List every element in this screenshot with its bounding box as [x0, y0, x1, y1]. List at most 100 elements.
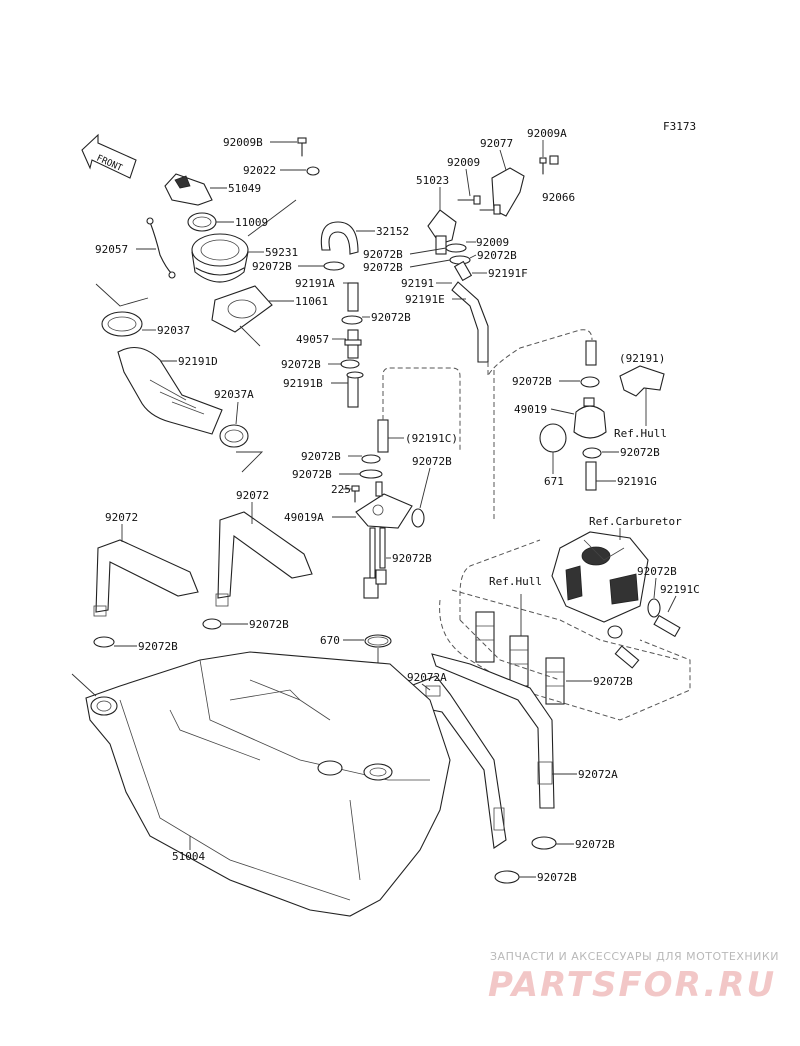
bolts-92009-part: [457, 195, 501, 215]
label-92191c: 92191C: [660, 583, 700, 596]
vent-valve-51023-part: [427, 209, 457, 255]
clip-92072b-r-part: [494, 870, 520, 884]
label-92191-paren: (92191): [619, 352, 665, 365]
front-direction-arrow: FRONT: [81, 133, 137, 179]
label-51049: 51049: [228, 182, 261, 195]
hose-right-small: [585, 340, 597, 366]
watermark-logo: PARTSFOR.RU: [488, 965, 776, 1005]
label-92072b-g: 92072B: [392, 552, 432, 565]
clips-upper-right: [445, 243, 471, 265]
label-670: 670: [320, 634, 340, 647]
label-92191b: 92191B: [283, 377, 323, 390]
hose-92191c-right-part: [653, 614, 681, 638]
tank-neck-part: [90, 696, 118, 716]
label-92072b-q: 92072B: [575, 838, 615, 851]
label-92191g: 92191G: [617, 475, 657, 488]
hose-92191c-part: [377, 367, 461, 453]
gasket-11061-part: [211, 285, 273, 333]
label-32152: 32152: [376, 225, 409, 238]
label-92072b-e: 92072B: [292, 468, 332, 481]
clip-92072b-k-part: [580, 376, 600, 388]
clip-group-center: [323, 261, 364, 379]
strap-92072-right-part: [215, 511, 313, 607]
clip-92072b-o-part: [202, 618, 222, 630]
oring-671-part: [539, 423, 567, 453]
label-92191f: 92191F: [488, 267, 528, 280]
washer-92022-part: [306, 166, 320, 176]
label-92009: 92009: [447, 156, 480, 169]
clip-92072b-m-part: [647, 598, 661, 618]
label-92191c-paren: (92191C): [405, 432, 458, 445]
label-49057: 49057: [296, 333, 329, 346]
label-92072b-d: 92072B: [301, 450, 341, 463]
label-51004: 51004: [172, 850, 205, 863]
hose-92191a-part: [347, 282, 359, 312]
gasket-11009-part: [187, 212, 217, 232]
label-92072b-j: 92072B: [477, 249, 517, 262]
bolt-92009b-part: [297, 137, 307, 157]
hose-92191g-part: [585, 461, 597, 491]
figure-code: F3173: [663, 120, 696, 133]
label-92072b-o: 92072B: [249, 618, 289, 631]
label-671: 671: [544, 475, 564, 488]
clip-92072b-p-part: [93, 636, 115, 648]
label-92072a-b: 92072A: [578, 768, 618, 781]
strap-92072-left-part: [93, 539, 199, 617]
label-92066: 92066: [542, 191, 575, 204]
filler-hose-92191d-part: [117, 346, 223, 435]
label-49019: 49019: [514, 403, 547, 416]
label-92072b-i: 92072B: [363, 261, 403, 274]
label-92072b-f: 92072B: [412, 455, 452, 468]
fuel-valve-49019a-part: [355, 454, 413, 599]
bolt-225-part: [351, 485, 360, 503]
label-92037a: 92037A: [214, 388, 254, 401]
label-92072b-h: 92072B: [363, 248, 403, 261]
label-92072b-b: 92072B: [371, 311, 411, 324]
oring-670-part: [364, 634, 392, 648]
watermark: ЗАПЧАСТИ И АКСЕССУАРЫ ДЛЯ МОТОТЕХНИКИ PA…: [488, 950, 779, 1005]
label-ref-carburetor: Ref.Carburetor: [589, 515, 682, 528]
hull-clips-part: [475, 611, 565, 705]
label-92077: 92077: [480, 137, 513, 150]
hose-32152-part: [320, 221, 359, 255]
label-92072-b: 92072: [105, 511, 138, 524]
clip-92072b-q-part: [531, 836, 557, 850]
fitting-49057-part: [344, 329, 362, 359]
label-92022: 92022: [243, 164, 276, 177]
label-92072b-p: 92072B: [138, 640, 178, 653]
label-92072b-c: 92072B: [281, 358, 321, 371]
label-92009b: 92009B: [223, 136, 263, 149]
label-92057: 92057: [95, 243, 128, 256]
label-92009a: 92009A: [527, 127, 567, 140]
filler-neck-59231-part: [191, 233, 249, 283]
fuel-tank-51004-part: [85, 651, 451, 917]
hose-92191f-part: [453, 260, 473, 282]
label-92072b-n: 92072B: [593, 675, 633, 688]
hose-92191e-part: [451, 281, 489, 363]
clamp-92037a-part: [219, 424, 249, 448]
label-92191: 92191: [401, 277, 434, 290]
label-92072a-a: 92072A: [407, 671, 447, 684]
label-49019a: 49019A: [284, 511, 324, 524]
label-92037: 92037: [157, 324, 190, 337]
strap-92072a-right-part: [431, 653, 555, 809]
clip-92072b-n-part: [607, 625, 623, 639]
label-92072b-m: 92072B: [637, 565, 677, 578]
ref-hull-bracket-part: [619, 365, 665, 397]
carburetor-part: [551, 531, 649, 623]
label-92191a: 92191A: [295, 277, 335, 290]
watermark-line1: ЗАПЧАСТИ И АКСЕССУАРЫ ДЛЯ МОТОТЕХНИКИ: [490, 950, 779, 963]
filler-cap-part: [164, 173, 213, 206]
tether-92057-part: [146, 217, 176, 279]
label-92009-b: 92009: [476, 236, 509, 249]
label-59231: 59231: [265, 246, 298, 259]
clamp-92037-part: [101, 311, 143, 337]
label-92072b-a: 92072B: [252, 260, 292, 273]
check-valve-49019-part: [573, 397, 607, 439]
label-92072-a: 92072: [236, 489, 269, 502]
label-11009: 11009: [235, 216, 268, 229]
clip-92072b-f-part: [411, 508, 425, 528]
label-92191d: 92191D: [178, 355, 218, 368]
label-ref-hull-b: Ref.Hull: [489, 575, 542, 588]
